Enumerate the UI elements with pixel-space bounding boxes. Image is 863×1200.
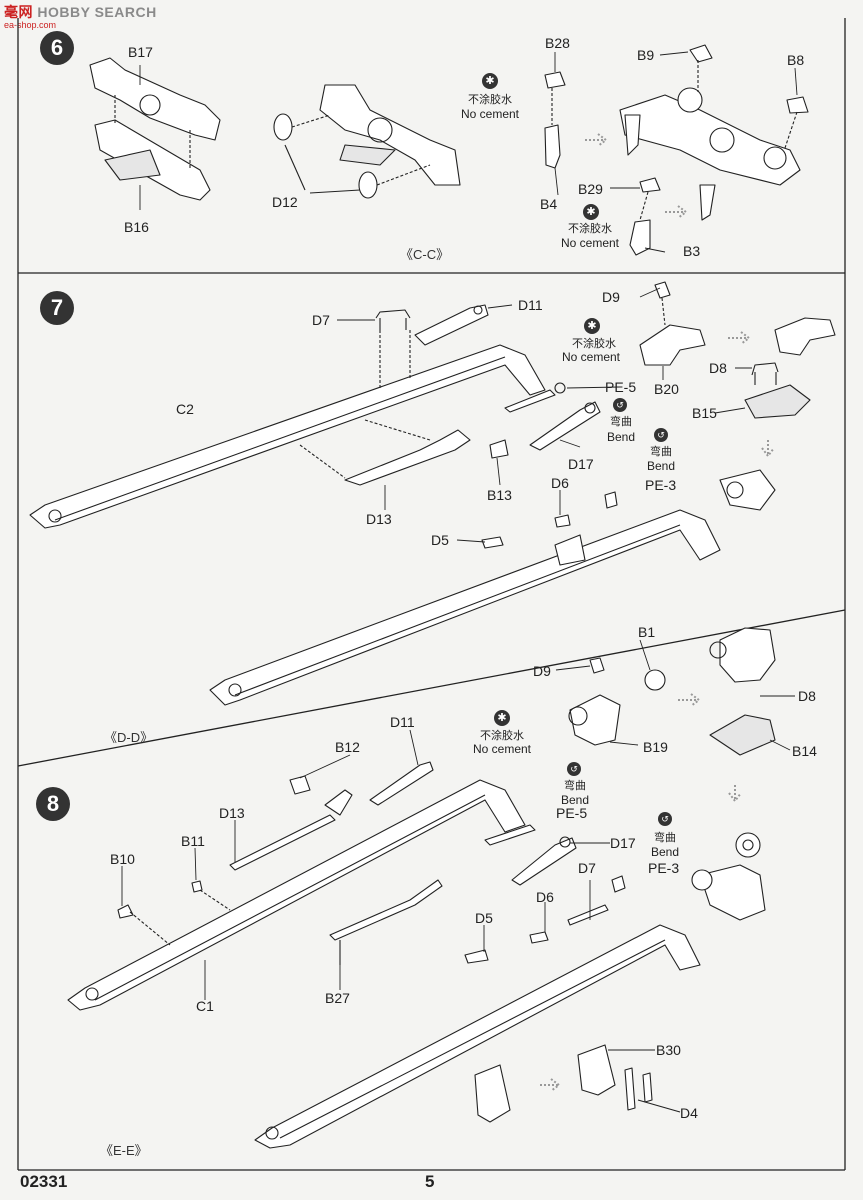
part-label: D11 <box>518 297 543 313</box>
part-label: B29 <box>578 181 603 197</box>
part-label: D13 <box>366 511 392 527</box>
bend-note-en: Bend <box>560 793 590 807</box>
step-number: 6 <box>40 31 74 65</box>
part-label: B30 <box>656 1042 681 1058</box>
part-label: D11 <box>390 714 415 730</box>
part-label: B4 <box>540 196 558 212</box>
part-label: B20 <box>654 381 679 397</box>
part-label: B3 <box>683 243 701 259</box>
part-label: PE-3 <box>645 477 677 493</box>
no-cement-note-en: No cement <box>561 350 621 364</box>
page-number: 5 <box>425 1172 435 1191</box>
part-label: B17 <box>128 44 153 60</box>
no-cement-note-zh: 不涂胶水 <box>572 338 616 350</box>
bend-note-zh: 弯曲 <box>564 780 586 792</box>
no-cement-icon: ✱ <box>583 204 599 220</box>
divider-step7-8 <box>17 609 846 767</box>
step8-rail-assembled <box>254 875 701 1149</box>
part-label: PE-5 <box>605 379 637 395</box>
part-label: D8 <box>798 688 816 704</box>
bend-icon: ↺ <box>654 428 668 442</box>
part-label: D8 <box>709 360 727 376</box>
part-label: PE-5 <box>556 805 588 821</box>
part-label: D12 <box>272 194 298 210</box>
part-label: B28 <box>545 35 570 51</box>
part-label: D13 <box>219 805 245 821</box>
part-label: B1 <box>638 624 656 640</box>
step8-right-group <box>577 832 766 1113</box>
bend-note-en: Bend <box>650 845 680 859</box>
part-label: D7 <box>312 312 330 328</box>
part-label: C2 <box>176 401 194 417</box>
step7-right-group-bottom <box>568 627 776 802</box>
step-number: 7 <box>40 291 74 325</box>
step7-parts-upper <box>299 304 601 486</box>
bend-icon: ↺ <box>613 398 627 412</box>
part-label: D17 <box>610 835 636 851</box>
bend-note-zh: 弯曲 <box>610 416 632 428</box>
part-label: D5 <box>475 910 493 926</box>
bend-note-en: Bend <box>646 459 676 473</box>
step7-rail-C2 <box>29 344 546 529</box>
step6-parts-B29-B3 <box>629 177 661 256</box>
step6-subassembly-right <box>585 44 809 221</box>
part-label: B12 <box>335 739 360 755</box>
leader-lines <box>121 51 798 1051</box>
no-cement-note-en: No cement <box>460 107 520 121</box>
step6-subassembly-left <box>89 57 221 201</box>
view-label: 《E-E》 <box>100 1143 148 1158</box>
kit-number: 02331 <box>20 1172 68 1191</box>
bend-note-en: Bend <box>606 430 636 444</box>
bend-icon: ↺ <box>658 812 672 826</box>
step7-rail-assembled <box>209 469 776 706</box>
part-label: B8 <box>787 52 805 68</box>
part-label: B27 <box>325 990 350 1006</box>
part-label: D17 <box>568 456 594 472</box>
no-cement-note-zh: 不涂胶水 <box>468 94 512 106</box>
part-label: D9 <box>533 663 551 679</box>
part-label: D6 <box>551 475 569 491</box>
part-label: B15 <box>692 405 717 421</box>
part-label: B13 <box>487 487 512 503</box>
part-label: B11 <box>181 833 205 849</box>
step8-parts-upper <box>117 761 577 965</box>
part-label: D9 <box>602 289 620 305</box>
step7-right-group-top <box>639 281 836 457</box>
step8-rail-C1 <box>67 779 526 1011</box>
view-label: 《D-D》 <box>104 730 154 745</box>
part-label: B9 <box>637 47 655 63</box>
no-cement-note-zh: 不涂胶水 <box>480 730 524 742</box>
part-label: D4 <box>680 1105 698 1121</box>
part-label: B14 <box>792 743 817 759</box>
bend-icon: ↺ <box>567 762 581 776</box>
view-label: 《C-C》 <box>400 247 450 262</box>
step-number: 8 <box>36 787 70 821</box>
part-label: B19 <box>643 739 668 755</box>
bend-note-zh: 弯曲 <box>650 446 672 458</box>
part-label: B16 <box>124 219 149 235</box>
no-cement-note-zh: 不涂胶水 <box>568 223 612 235</box>
part-label: D5 <box>431 532 449 548</box>
part-label: C1 <box>196 998 214 1014</box>
watermark: 毫网 HOBBY SEARCH <box>4 4 157 20</box>
step6-subassembly-mid <box>273 84 461 199</box>
no-cement-icon: ✱ <box>584 318 600 334</box>
bend-note-zh: 弯曲 <box>654 832 676 844</box>
no-cement-note-en: No cement <box>560 236 620 250</box>
no-cement-icon: ✱ <box>482 73 498 89</box>
part-label: D7 <box>578 860 596 876</box>
watermark-site: ea-shop.com <box>4 20 57 30</box>
part-label: D6 <box>536 889 554 905</box>
step6-parts-B28-B4 <box>544 71 566 169</box>
part-label: B10 <box>110 851 135 867</box>
no-cement-note-en: No cement <box>472 742 532 756</box>
part-label: PE-3 <box>648 860 680 876</box>
no-cement-icon: ✱ <box>494 710 510 726</box>
